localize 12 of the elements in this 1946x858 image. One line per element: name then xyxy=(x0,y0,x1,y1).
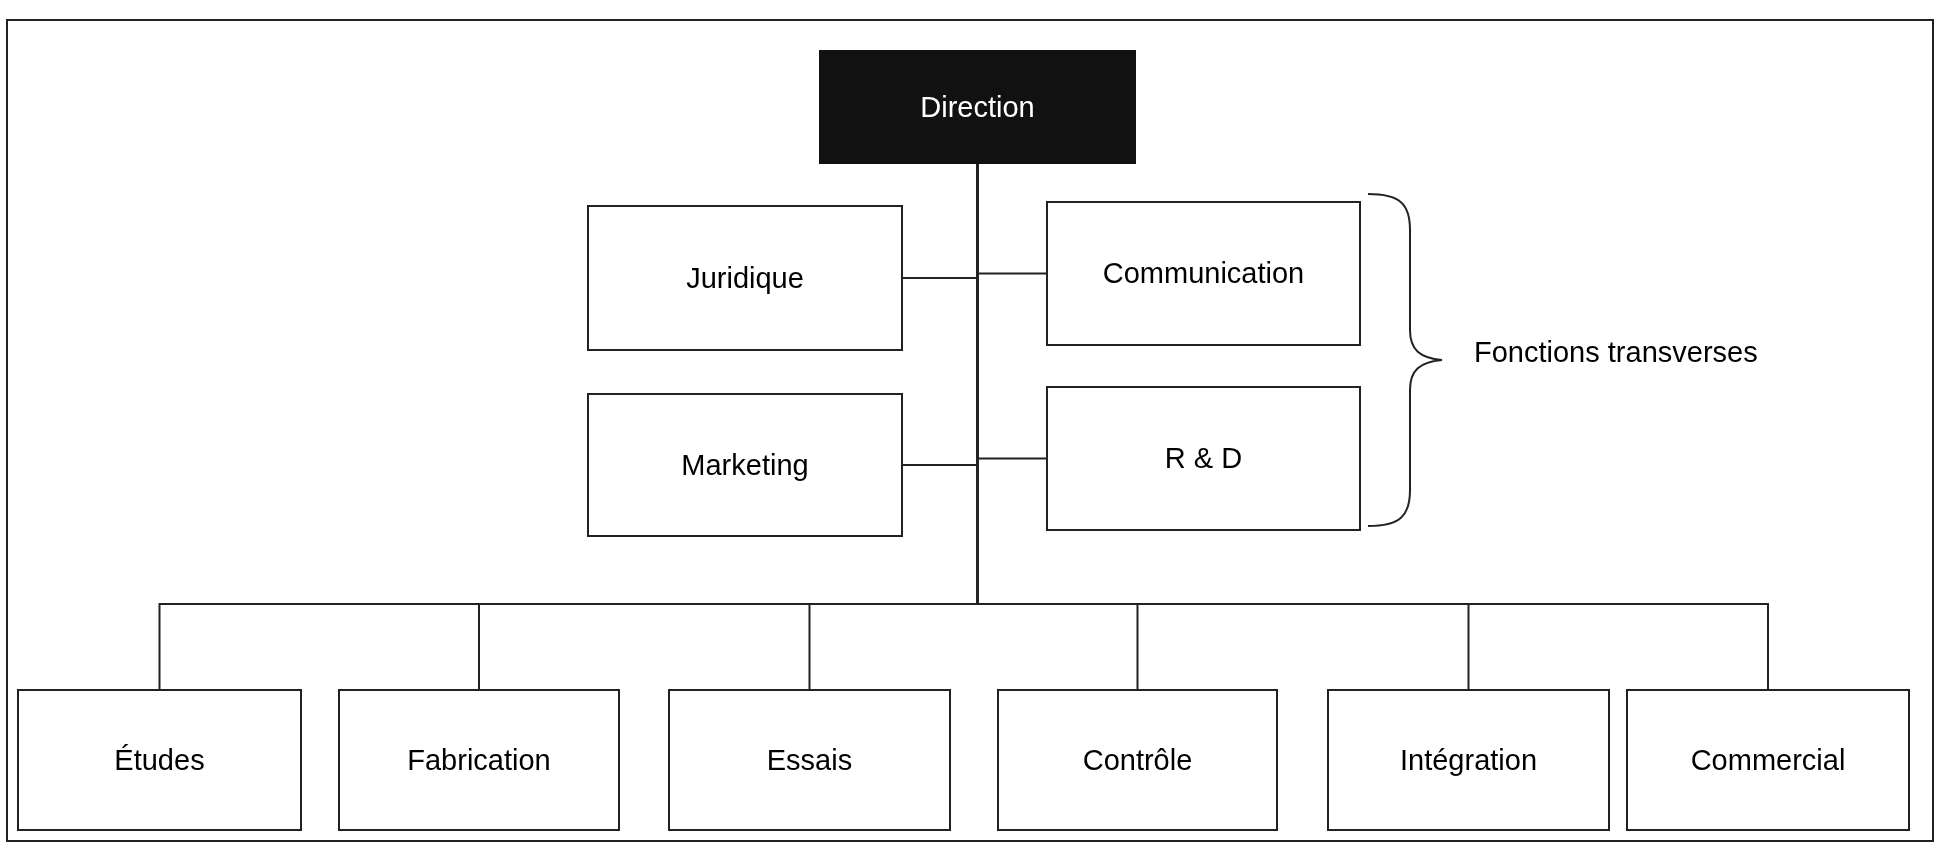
department-box: Contrôle xyxy=(997,689,1278,831)
department-box: Commercial xyxy=(1626,689,1910,831)
department-box: Intégration xyxy=(1327,689,1610,831)
department-box: Juridique xyxy=(587,205,903,351)
group-label: Fonctions transverses xyxy=(1474,336,1758,369)
department-box: Communication xyxy=(1046,201,1361,346)
department-box: Fabrication xyxy=(338,689,620,831)
department-box: Marketing xyxy=(587,393,903,537)
head-box: Direction xyxy=(819,50,1136,164)
department-box: Études xyxy=(17,689,302,831)
department-box: R & D xyxy=(1046,386,1361,531)
department-box: Essais xyxy=(668,689,951,831)
